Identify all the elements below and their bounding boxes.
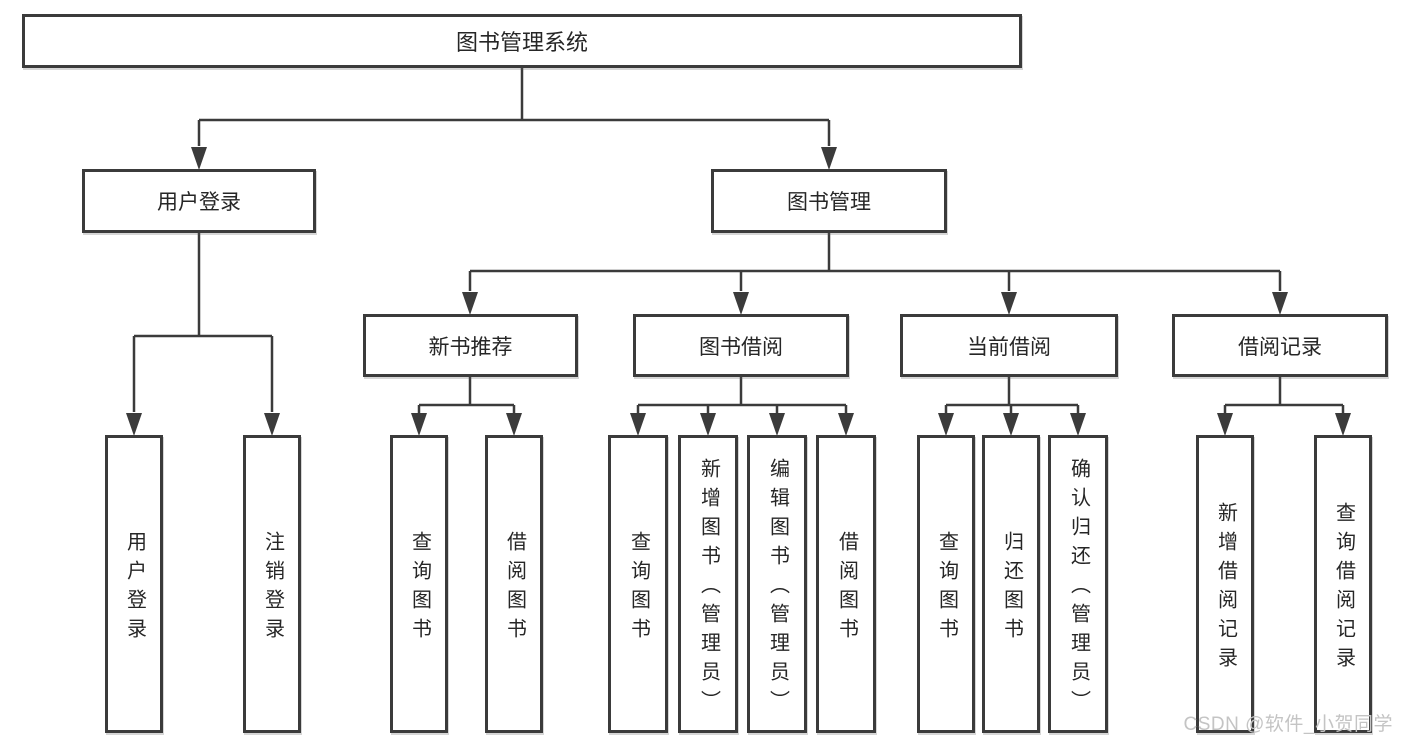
connector-current-borrow-to-leaves bbox=[938, 377, 1086, 436]
leaf-label: 借阅图书 bbox=[503, 530, 526, 647]
connector-borrow-records-to-leaves bbox=[1217, 377, 1351, 436]
connector-new-book-to-leaves bbox=[411, 377, 522, 436]
leaf-return-books: 归还图书 bbox=[982, 435, 1040, 733]
connector-user-login-to-leaves bbox=[126, 233, 280, 436]
node-book-borrowing: 图书借阅 bbox=[633, 314, 849, 377]
leaf-label: 查询图书 bbox=[935, 530, 958, 647]
node-book-management: 图书管理 bbox=[711, 169, 947, 233]
leaf-borrow-books: 借阅图书 bbox=[816, 435, 876, 733]
csdn-watermark: CSDN @软件_小贺同学 bbox=[1183, 714, 1393, 735]
node-label: 图书管理 bbox=[787, 191, 871, 214]
leaf-label: 新增图书（管理员） bbox=[697, 458, 720, 719]
leaf-label: 查询图书 bbox=[627, 530, 650, 647]
node-user-login: 用户登录 bbox=[82, 169, 316, 233]
leaf-add-borrow-record: 新增借阅记录 bbox=[1196, 435, 1254, 733]
node-label: 图书借阅 bbox=[699, 335, 783, 359]
leaf-user-login: 用户登录 bbox=[105, 435, 163, 733]
node-new-book-recommendation: 新书推荐 bbox=[363, 314, 578, 377]
leaf-label: 新增借阅记录 bbox=[1214, 501, 1237, 676]
leaf-edit-books-admin: 编辑图书（管理员） bbox=[747, 435, 807, 733]
leaf-add-books-admin: 新增图书（管理员） bbox=[678, 435, 738, 733]
leaf-query-books-current: 查询图书 bbox=[917, 435, 975, 733]
leaf-confirm-return-admin: 确认归还（管理员） bbox=[1048, 435, 1108, 733]
node-label: 新书推荐 bbox=[428, 335, 513, 359]
leaf-borrow-books-recommend: 借阅图书 bbox=[485, 435, 543, 733]
leaf-label: 注销登录 bbox=[261, 530, 284, 647]
leaf-label: 编辑图书（管理员） bbox=[766, 458, 789, 719]
leaf-label: 借阅图书 bbox=[835, 530, 858, 647]
connector-book-mgmt-to-level3 bbox=[462, 233, 1288, 315]
node-label: 借阅记录 bbox=[1238, 335, 1322, 359]
node-label: 当前借阅 bbox=[967, 335, 1051, 359]
node-current-borrowing: 当前借阅 bbox=[900, 314, 1118, 377]
leaf-query-borrow-record: 查询借阅记录 bbox=[1314, 435, 1372, 733]
node-book-management-system: 图书管理系统 bbox=[22, 14, 1022, 68]
leaf-logout: 注销登录 bbox=[243, 435, 301, 733]
node-borrowing-records: 借阅记录 bbox=[1172, 314, 1388, 377]
node-label: 图书管理系统 bbox=[455, 30, 588, 55]
node-label: 用户登录 bbox=[157, 191, 241, 214]
connector-book-borrow-to-leaves bbox=[630, 377, 854, 436]
leaf-label: 用户登录 bbox=[123, 530, 146, 647]
connector-root-to-level2 bbox=[191, 68, 837, 170]
leaf-query-books-recommend: 查询图书 bbox=[390, 435, 448, 733]
leaf-label: 确认归还（管理员） bbox=[1067, 458, 1090, 719]
leaf-label: 查询图书 bbox=[408, 530, 431, 647]
leaf-query-books-borrow: 查询图书 bbox=[608, 435, 668, 733]
leaf-label: 归还图书 bbox=[1000, 530, 1023, 647]
leaf-label: 查询借阅记录 bbox=[1332, 501, 1355, 676]
